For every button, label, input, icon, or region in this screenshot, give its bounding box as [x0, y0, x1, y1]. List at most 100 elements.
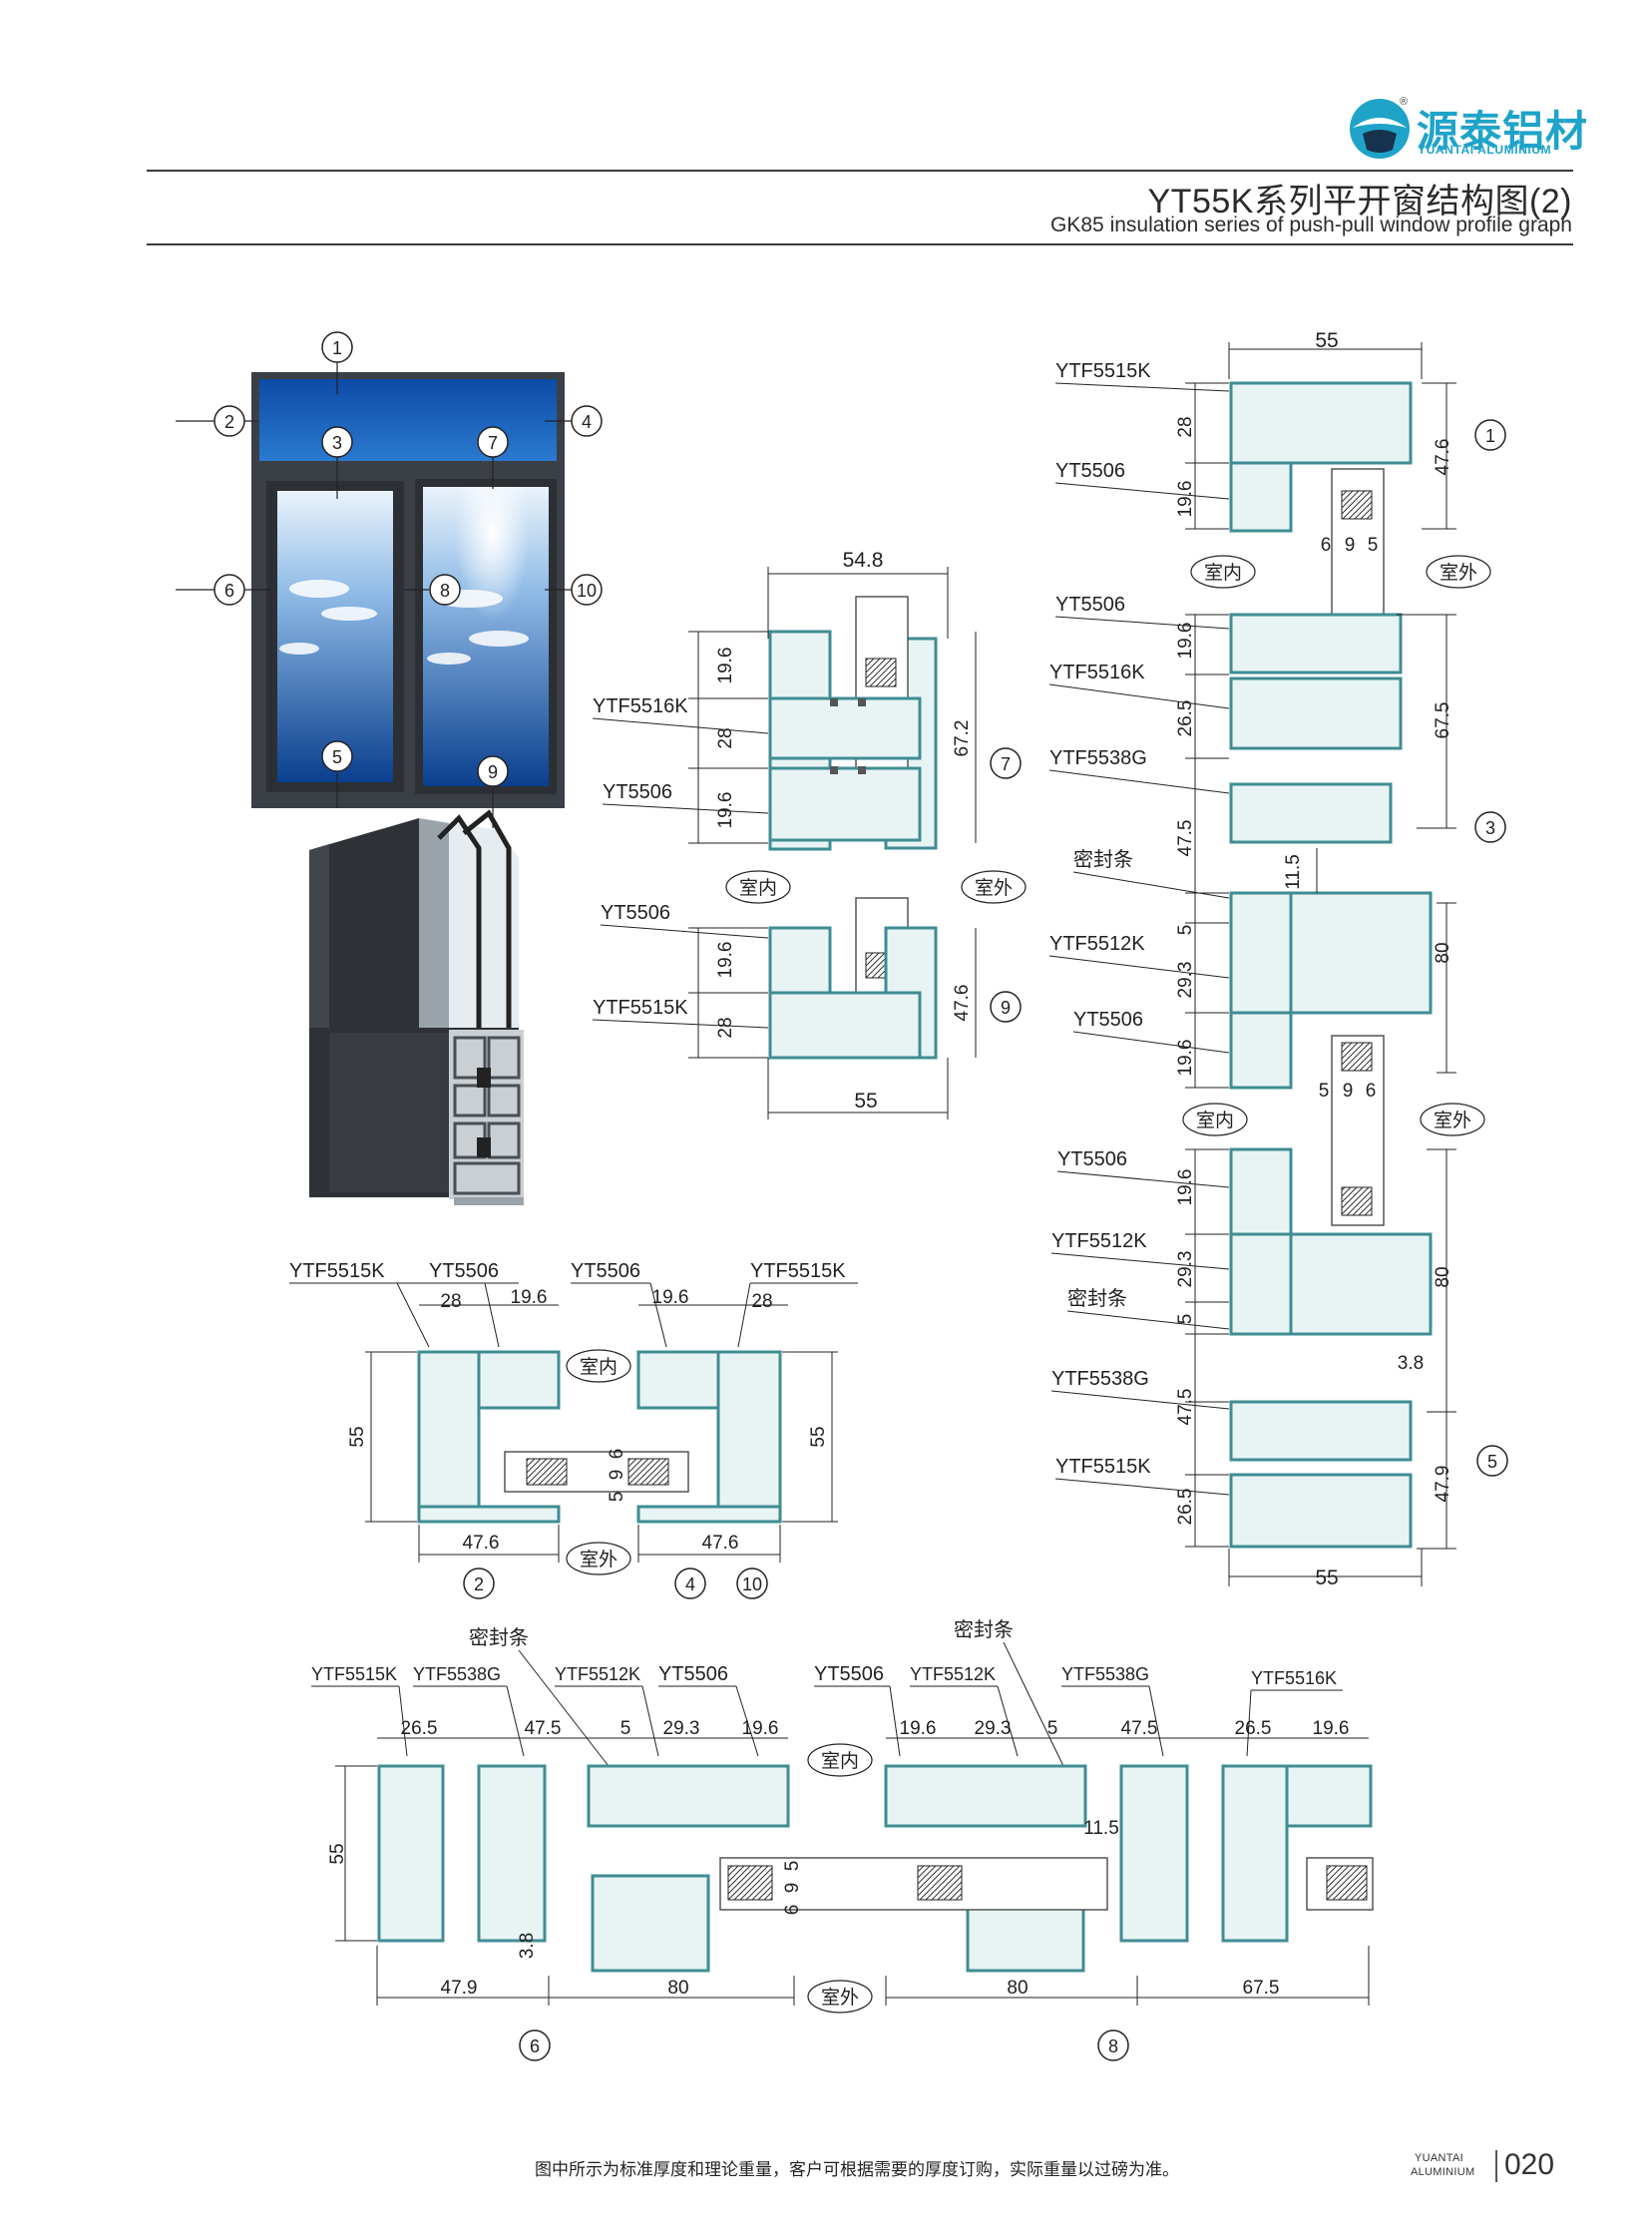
svg-text:26.5: 26.5: [1175, 1489, 1196, 1526]
svg-text:5: 5: [1175, 925, 1196, 936]
svg-text:YTF5512K: YTF5512K: [1049, 933, 1145, 955]
svg-text:6: 6: [530, 2036, 540, 2056]
svg-text:3: 3: [1485, 818, 1495, 838]
callout-1: 1: [321, 331, 353, 363]
svg-text:5: 5: [1047, 1718, 1058, 1739]
svg-text:6: 6: [607, 1449, 627, 1460]
svg-text:1: 1: [1485, 426, 1495, 446]
section-1-3-5: 55 YTF5515K YT5506 28 19.6 47.6 1 6 9 5 …: [1048, 329, 1508, 1589]
svg-text:YTF5538G: YTF5538G: [413, 1664, 501, 1684]
svg-text:67.5: 67.5: [1243, 1978, 1280, 1999]
svg-text:19.6: 19.6: [1175, 481, 1196, 518]
svg-text:10: 10: [742, 1574, 762, 1594]
svg-text:室内: 室内: [1196, 1110, 1234, 1131]
page-title-en: GK85 insulation series of push-pull wind…: [1050, 214, 1572, 236]
svg-text:YT5506: YT5506: [571, 1260, 640, 1282]
svg-text:47.6: 47.6: [463, 1533, 500, 1554]
window-elevation: [176, 347, 573, 828]
svg-text:19.6: 19.6: [715, 792, 736, 829]
svg-text:室内: 室内: [1204, 562, 1242, 584]
svg-text:19.6: 19.6: [652, 1287, 689, 1308]
svg-text:YTF5515K: YTF5515K: [311, 1664, 397, 1684]
svg-text:19.6: 19.6: [1175, 1169, 1196, 1206]
svg-text:YT5506: YT5506: [601, 902, 670, 924]
svg-text:6: 6: [1321, 535, 1332, 556]
svg-text:室外: 室外: [1434, 1110, 1471, 1131]
svg-text:29.3: 29.3: [975, 1718, 1012, 1739]
svg-text:11.5: 11.5: [1283, 854, 1304, 890]
svg-text:YTF5515K: YTF5515K: [289, 1260, 385, 1282]
callout-3: 3: [321, 426, 353, 458]
window-callouts: 1 2 3 4 5 6 7 8 9 10: [213, 331, 603, 787]
callout-9: 9: [477, 755, 509, 787]
svg-text:47.9: 47.9: [441, 1978, 478, 1999]
svg-text:28: 28: [1175, 416, 1196, 437]
svg-text:YT5506: YT5506: [658, 1663, 728, 1685]
svg-text:47.5: 47.5: [1121, 1718, 1158, 1739]
svg-text:47.6: 47.6: [952, 985, 973, 1022]
svg-text:室外: 室外: [580, 1549, 618, 1570]
svg-text:3.8: 3.8: [1398, 1353, 1424, 1374]
svg-text:YT5506: YT5506: [1055, 460, 1125, 482]
svg-text:54.8: 54.8: [843, 549, 884, 572]
svg-text:YTF5538G: YTF5538G: [1051, 1368, 1149, 1390]
svg-text:3.8: 3.8: [517, 1933, 538, 1959]
svg-text:26.5: 26.5: [401, 1718, 438, 1739]
svg-text:80: 80: [1007, 1978, 1028, 1999]
brand-name-en: YUANTAI ALUMINIUM: [1418, 143, 1552, 157]
svg-text:6: 6: [1366, 1081, 1377, 1102]
svg-text:YTF5538G: YTF5538G: [1061, 1664, 1149, 1684]
brand-name-cn: 源泰铝材: [1417, 107, 1589, 156]
svg-text:10: 10: [577, 581, 597, 601]
svg-text:19.6: 19.6: [1175, 1040, 1196, 1077]
svg-text:YTF5512K: YTF5512K: [555, 1664, 640, 1684]
svg-text:19.6: 19.6: [715, 648, 736, 684]
svg-text:5: 5: [1487, 1452, 1497, 1472]
svg-text:5: 5: [1368, 535, 1379, 556]
svg-text:26.5: 26.5: [1175, 700, 1196, 737]
svg-text:2: 2: [474, 1574, 484, 1594]
svg-text:5: 5: [620, 1718, 631, 1739]
svg-text:YTF5512K: YTF5512K: [1051, 1230, 1147, 1252]
page-title-cn: YT55K系列平开窗结构图(2): [1147, 183, 1572, 221]
svg-text:YT5506: YT5506: [603, 781, 672, 803]
svg-text:YT5506: YT5506: [1055, 594, 1125, 616]
svg-text:80: 80: [1433, 1266, 1453, 1287]
svg-text:密封条: 密封条: [1067, 1287, 1127, 1310]
svg-text:5: 5: [1319, 1081, 1330, 1102]
svg-text:YTF5516K: YTF5516K: [593, 695, 688, 717]
svg-text:6: 6: [224, 581, 234, 601]
svg-text:3: 3: [332, 433, 342, 453]
callout-10: 10: [571, 574, 603, 606]
svg-text:4: 4: [582, 412, 592, 432]
svg-text:26.5: 26.5: [1235, 1718, 1272, 1739]
svg-text:28: 28: [751, 1291, 772, 1312]
svg-text:室外: 室外: [975, 877, 1013, 899]
footer-brand-line1: YUANTAI: [1415, 2152, 1463, 2164]
svg-text:YT5506: YT5506: [1073, 1009, 1143, 1031]
svg-text:室内: 室内: [580, 1356, 618, 1378]
footer-brand-line2: ALUMINIUM: [1411, 2166, 1475, 2178]
svg-text:YT5506: YT5506: [429, 1260, 499, 1282]
svg-text:9: 9: [1001, 998, 1011, 1018]
svg-text:55: 55: [808, 1426, 829, 1447]
svg-text:19.6: 19.6: [1175, 623, 1196, 660]
svg-text:9: 9: [782, 1883, 803, 1894]
svg-text:19.6: 19.6: [742, 1718, 779, 1739]
callout-2: 2: [213, 405, 245, 437]
svg-text:密封条: 密封条: [954, 1618, 1014, 1641]
header-rule-bottom: [147, 243, 1573, 245]
svg-text:19.6: 19.6: [1313, 1718, 1350, 1739]
profile-corner-render: [309, 809, 524, 1205]
callout-4: 4: [571, 405, 603, 437]
svg-text:9: 9: [607, 1470, 627, 1481]
svg-text:47.5: 47.5: [1175, 1389, 1196, 1426]
svg-text:47.9: 47.9: [1433, 1466, 1453, 1503]
svg-text:2: 2: [224, 412, 234, 432]
svg-text:YTF5512K: YTF5512K: [910, 1664, 996, 1684]
section-6-8: 密封条 密封条 YTF5515K YTF5538G YTF5512K YT550…: [311, 1618, 1374, 2061]
svg-text:YT5506: YT5506: [1057, 1148, 1127, 1170]
svg-text:1: 1: [332, 338, 342, 358]
svg-text:YTF5515K: YTF5515K: [1055, 1456, 1151, 1478]
svg-text:5: 5: [782, 1861, 803, 1872]
